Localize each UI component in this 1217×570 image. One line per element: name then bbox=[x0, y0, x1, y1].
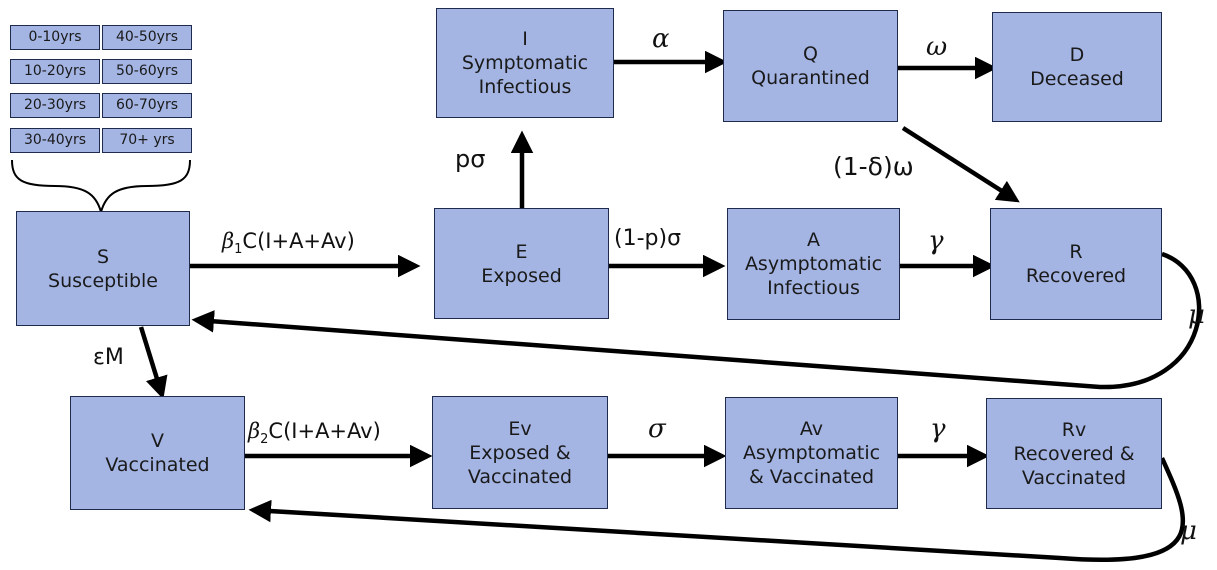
rate-a-to-r: γ bbox=[928, 226, 944, 256]
rate-e-to-i: pσ bbox=[455, 145, 486, 173]
compartment-code: R bbox=[1069, 241, 1083, 263]
compartment-name: Susceptible bbox=[48, 269, 158, 292]
age-brace bbox=[11, 159, 191, 216]
compartment-rv: Rv Recovered & Vaccinated bbox=[986, 398, 1162, 509]
compartment-name: Recovered & bbox=[1013, 442, 1135, 465]
compartment-name: Asymptomatic bbox=[742, 442, 881, 464]
age-group-50-60: 50-60yrs bbox=[102, 59, 192, 84]
age-group-20-30: 20-30yrs bbox=[10, 93, 100, 118]
compartment-code: I bbox=[522, 28, 528, 50]
age-group-30-40: 30-40yrs bbox=[10, 128, 100, 153]
compartment-code: S bbox=[96, 245, 110, 268]
compartment-r: R Recovered bbox=[990, 208, 1162, 320]
compartment-name: Deceased bbox=[1030, 68, 1124, 90]
compartment-e: E Exposed bbox=[434, 208, 609, 319]
rate-v-to-ev: β2C(I+A+Av) bbox=[248, 419, 381, 448]
age-group-40-50: 40-50yrs bbox=[102, 25, 192, 50]
compartment-name-2: & Vaccinated bbox=[748, 466, 875, 488]
age-group-60-70: 60-70yrs bbox=[102, 93, 192, 118]
rate-s-to-v: εM bbox=[93, 345, 124, 370]
compartment-name-2: Infectious bbox=[767, 277, 860, 299]
age-group-70-plus: 70+ yrs bbox=[102, 128, 192, 153]
compartment-a: A Asymptomatic Infectious bbox=[727, 208, 900, 320]
arrow-rv-to-v bbox=[248, 457, 1185, 562]
compartment-code: Rv bbox=[1061, 418, 1087, 441]
compartment-name-2: Vaccinated bbox=[467, 465, 573, 488]
compartment-ev: Ev Exposed & Vaccinated bbox=[432, 396, 608, 509]
compartment-name: Recovered bbox=[1025, 265, 1127, 287]
compartment-v: V Vaccinated bbox=[70, 396, 245, 510]
arrow-r-to-s bbox=[191, 251, 1202, 390]
compartment-name-2: Vaccinated bbox=[1021, 466, 1127, 489]
compartment-code: Av bbox=[799, 418, 824, 440]
arrow-q-to-r bbox=[901, 126, 1020, 203]
compartment-code: D bbox=[1069, 44, 1085, 66]
compartment-av: Av Asymptomatic & Vaccinated bbox=[725, 397, 898, 509]
rate-q-to-r: (1-δ)ω bbox=[833, 152, 914, 181]
rate-ev-to-av: σ bbox=[648, 414, 666, 444]
compartment-code: E bbox=[515, 240, 528, 263]
compartment-code: Q bbox=[803, 43, 818, 65]
rate-rv-to-v: μ bbox=[1180, 516, 1197, 546]
compartment-name: Asymptomatic bbox=[744, 253, 883, 275]
compartment-name: Quarantined bbox=[751, 67, 870, 89]
compartment-name: Exposed & bbox=[469, 441, 571, 464]
age-group-0-10: 0-10yrs bbox=[10, 25, 100, 50]
rate-e-to-a: (1-p)σ bbox=[614, 226, 682, 251]
compartment-d: D Deceased bbox=[992, 12, 1162, 122]
rate-q-to-d: ω bbox=[926, 32, 948, 62]
compartment-i: I Symptomatic Infectious bbox=[436, 8, 614, 118]
compartment-name: Symptomatic bbox=[461, 52, 589, 74]
rate-r-to-s: μ bbox=[1188, 300, 1205, 330]
compartment-name-2: Infectious bbox=[478, 76, 572, 98]
rate-s-to-e: β1C(I+A+Av) bbox=[222, 229, 355, 258]
compartment-code: Ev bbox=[508, 417, 532, 440]
compartment-name: Exposed bbox=[481, 264, 562, 287]
compartment-code: V bbox=[151, 430, 164, 452]
compartment-q: Q Quarantined bbox=[723, 10, 898, 122]
compartment-s: S Susceptible bbox=[16, 211, 190, 326]
compartment-code: A bbox=[807, 229, 820, 251]
age-group-10-20: 10-20yrs bbox=[10, 59, 100, 84]
arrow-s-to-v bbox=[138, 326, 168, 400]
compartment-name: Vaccinated bbox=[105, 454, 210, 476]
rate-i-to-q: α bbox=[652, 24, 670, 54]
rate-av-to-rv: γ bbox=[930, 414, 946, 444]
